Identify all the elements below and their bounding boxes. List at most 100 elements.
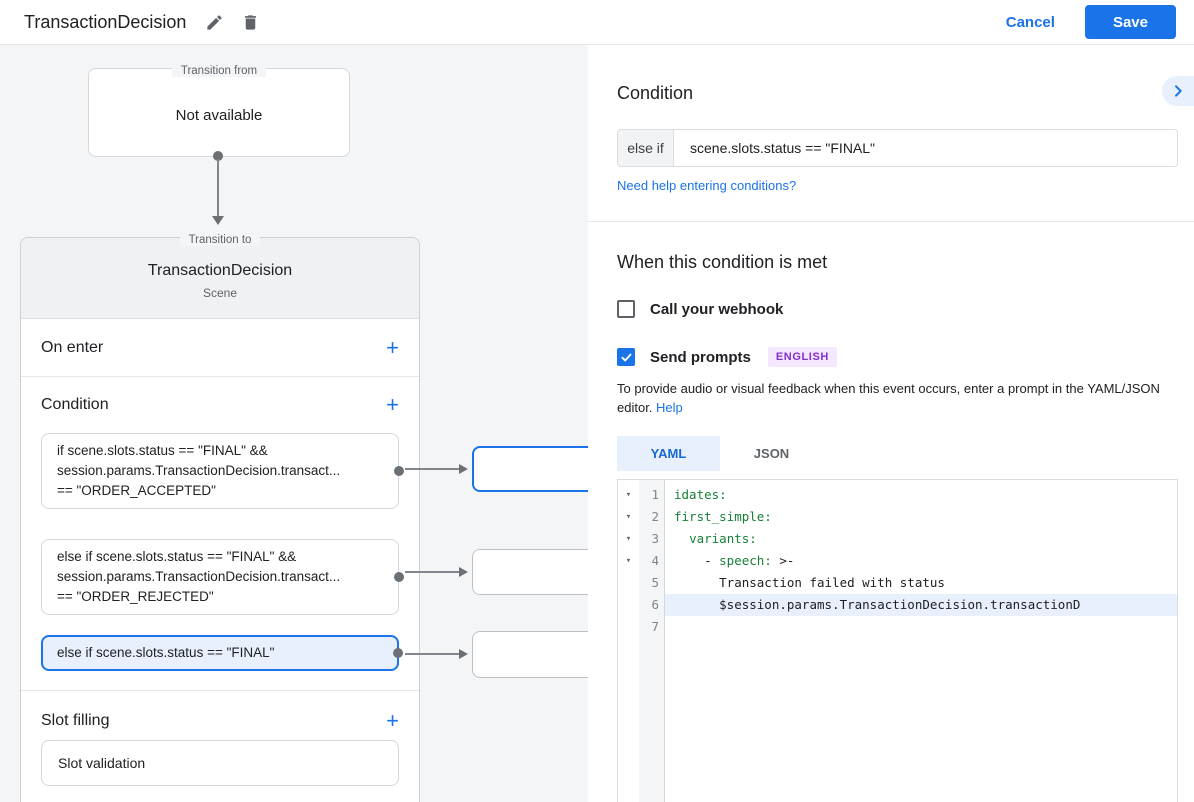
code-token	[674, 531, 689, 546]
condition-text-line: else if scene.slots.status == "FINAL"	[57, 645, 275, 660]
scene-type-label: Scene	[202, 286, 238, 300]
delete-scene-button[interactable]	[234, 6, 266, 38]
code-line[interactable]: Transaction failed with status	[665, 572, 1177, 594]
condition-card-list: if scene.slots.status == "FINAL" && sessi…	[21, 433, 419, 671]
on-enter-section[interactable]: On enter +	[21, 319, 419, 377]
connector-dot	[393, 648, 403, 658]
connector-line	[405, 571, 460, 573]
condition-prefix: else if	[618, 130, 674, 166]
tab-json[interactable]: JSON	[753, 446, 790, 461]
condition-text-line: == "ORDER_REJECTED"	[57, 589, 214, 604]
condition-card[interactable]: else if scene.slots.status == "FINAL" &&…	[41, 539, 404, 615]
connector-dot	[394, 572, 404, 582]
code-line[interactable]: variants:	[665, 528, 1177, 550]
connector-line	[405, 653, 460, 655]
slot-validation-label: Slot validation	[58, 755, 146, 771]
arrow-right-icon	[459, 567, 468, 577]
code-token: idates:	[674, 487, 727, 502]
line-number: 5	[651, 575, 659, 590]
tab-yaml[interactable]: YAML	[617, 436, 720, 471]
condition-card[interactable]: else if scene.slots.status == "FINAL"	[41, 635, 403, 671]
condition-text-line: if scene.slots.status == "FINAL" &&	[57, 443, 268, 458]
send-prompts-row: Send prompts ENGLISH	[617, 347, 1178, 367]
code-line[interactable]: idates:	[665, 484, 1177, 506]
condition-expression-field: else if	[617, 129, 1178, 167]
panel-divider	[588, 221, 1194, 222]
when-condition-title: When this condition is met	[617, 252, 828, 272]
arrow-down-icon	[212, 216, 224, 225]
condition-section: Condition + if scene.slots.status == "FI…	[21, 377, 419, 691]
collapse-panel-button[interactable]	[1162, 76, 1194, 106]
code-token: variants:	[689, 531, 757, 546]
scene-flow-diagram: Transition from Not available Transition…	[0, 45, 588, 802]
prompt-hint-body: To provide audio or visual feedback when…	[617, 381, 1160, 415]
save-button[interactable]: Save	[1084, 5, 1176, 39]
editor-code-area[interactable]: idates: first_simple: variants: - speech:…	[665, 480, 1177, 802]
transition-from-value: Not available	[175, 107, 263, 124]
language-badge: ENGLISH	[767, 347, 837, 367]
panel-title: Condition	[617, 83, 694, 103]
connector-line	[405, 468, 460, 470]
arrow-right-icon	[459, 464, 468, 474]
code-token: first_simple:	[674, 509, 772, 524]
transition-to-card: Transition to TransactionDecision Scene …	[20, 234, 420, 802]
line-number: 2	[651, 509, 659, 524]
condition-expression-input[interactable]	[674, 130, 1177, 166]
send-prompts-label: Send prompts	[650, 348, 751, 366]
slot-validation-card[interactable]: Slot validation	[41, 740, 399, 786]
code-line[interactable]: first_simple:	[665, 506, 1177, 528]
fold-arrow-icon[interactable]: ▾	[625, 534, 632, 544]
add-slot-icon[interactable]: +	[386, 708, 399, 733]
transition-from-box[interactable]: Transition from Not available	[88, 65, 350, 157]
send-prompts-checkbox[interactable]	[617, 348, 635, 366]
condition-text-line: == "ORDER_ACCEPTED"	[57, 483, 216, 498]
condition-help-link[interactable]: Need help entering conditions?	[617, 178, 797, 193]
code-token: >-	[771, 553, 795, 568]
call-webhook-checkbox[interactable]	[617, 300, 635, 318]
code-line[interactable]: $session.params.TransactionDecision.tran…	[665, 594, 1177, 616]
add-condition-icon[interactable]: +	[386, 392, 399, 417]
fold-arrow-icon[interactable]: ▾	[625, 556, 632, 566]
condition-text-line: session.params.TransactionDecision.trans…	[57, 463, 341, 478]
condition-card[interactable]: if scene.slots.status == "FINAL" && sessi…	[41, 433, 404, 509]
pencil-icon	[205, 13, 224, 32]
arrow-right-icon	[459, 649, 468, 659]
code-line[interactable]	[665, 616, 1177, 638]
connector-dot	[213, 151, 223, 161]
page-title: TransactionDecision	[24, 11, 187, 32]
add-on-enter-icon[interactable]: +	[386, 334, 399, 360]
fold-arrow-icon[interactable]: ▾	[625, 512, 632, 522]
code-line[interactable]: - speech: >-	[665, 550, 1177, 572]
prompt-hint-text: To provide audio or visual feedback when…	[617, 379, 1178, 417]
editor-tabs: YAML JSON	[617, 436, 1178, 471]
code-token: Transaction failed with status	[674, 575, 945, 590]
help-link[interactable]: Help	[656, 400, 683, 415]
line-number: 6	[651, 597, 659, 612]
transition-target-box[interactable]	[472, 631, 588, 678]
condition-section-label: Condition	[41, 396, 109, 413]
fold-arrow-icon[interactable]: ▾	[625, 490, 632, 500]
code-token: speech:	[719, 553, 772, 568]
fold-gutter-cell	[618, 594, 639, 616]
condition-text-line: session.params.TransactionDecision.trans…	[57, 569, 341, 584]
chevron-right-icon	[1170, 83, 1186, 99]
editor-fold-gutter: ▾ ▾ ▾ ▾	[618, 480, 639, 802]
transition-target-box[interactable]	[472, 549, 588, 595]
code-token: -	[674, 553, 720, 568]
slot-filling-section: Slot filling +	[21, 691, 419, 733]
on-enter-label: On enter	[41, 338, 104, 356]
fold-gutter-cell	[618, 616, 639, 638]
top-bar: TransactionDecision Cancel Save	[0, 0, 1194, 45]
line-number: 4	[651, 553, 659, 568]
edit-scene-button[interactable]	[198, 6, 230, 38]
transition-from-label: Transition from	[171, 65, 267, 77]
condition-text-line: else if scene.slots.status == "FINAL" &&	[57, 549, 297, 564]
transition-target-box[interactable]	[472, 446, 588, 492]
condition-detail-panel: Condition else if Need help entering con…	[588, 45, 1194, 802]
cancel-button[interactable]: Cancel	[990, 6, 1071, 39]
trash-icon	[241, 13, 260, 32]
scene-name: TransactionDecision	[147, 262, 293, 279]
scene-card-header[interactable]: TransactionDecision Scene	[21, 238, 419, 319]
